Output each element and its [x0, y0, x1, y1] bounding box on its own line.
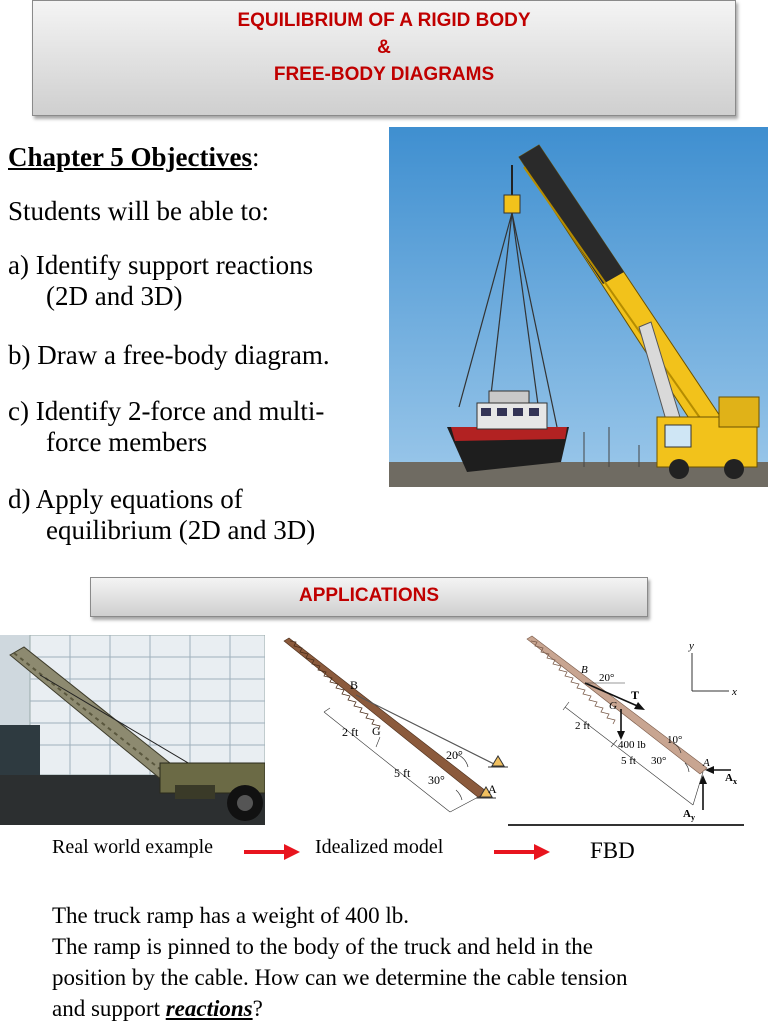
applications-banner: APPLICATIONS — [90, 577, 648, 617]
axis-x-label: x — [731, 686, 737, 698]
title-banner: EQUILIBRIUM OF A RIGID BODY & FREE-BODY … — [32, 0, 736, 116]
fbd-label-30deg: 30° — [651, 755, 666, 767]
caption-fbd: FBD — [590, 838, 635, 863]
arrow-icon-2 — [492, 840, 552, 869]
fbd-label-B: B — [581, 664, 588, 676]
label-2ft: 2 ft — [342, 725, 359, 739]
fbd-label-10deg: 10° — [667, 734, 682, 746]
title-line-2: & — [377, 37, 391, 58]
paragraph-line-3: position by the cable. How can we determ… — [52, 965, 628, 990]
diagram-divider — [508, 824, 744, 826]
label-B: B — [350, 678, 358, 692]
fbd-label-20deg: 20° — [599, 672, 614, 684]
title-line-3: FREE-BODY DIAGRAMS — [273, 64, 495, 85]
objective-b: b) Draw a free-body diagram. — [8, 340, 330, 370]
arrow-icon-1 — [242, 840, 302, 869]
label-5ft: 5 ft — [394, 766, 411, 780]
fbd-label-2ft: 2 ft — [575, 720, 590, 732]
objectives-intro: Students will be able to: — [8, 196, 269, 226]
fbd-label-G: G — [609, 700, 617, 712]
truck-ramp-photo — [0, 635, 265, 825]
axis-y-label: y — [688, 640, 694, 652]
paragraph-line-2: The ramp is pinned to the body of the tr… — [52, 934, 594, 959]
title-line-1: EQUILIBRIUM OF A RIGID BODY — [237, 10, 531, 31]
paragraph-line-1: The truck ramp has a weight of 400 lb. — [52, 903, 410, 928]
label-T: T — [631, 688, 639, 702]
fbd-diagram: y x T 400 lb B 20° G 2 ft 10° 5 ft 30° A… — [517, 635, 745, 825]
objective-c: c) Identify 2-force and multi-force memb… — [8, 396, 325, 457]
fbd-label-A: A — [702, 757, 710, 769]
label-30deg: 30° — [428, 773, 445, 787]
caption-real-world: Real world example — [52, 836, 214, 858]
label-G: G — [372, 724, 381, 738]
objective-a: a) Identify support reactions(2D and 3D) — [8, 250, 314, 311]
objectives-heading: Chapter 5 Objectives: — [8, 142, 260, 172]
idealized-model-diagram: B G 2 ft 20° 5 ft 30° A — [280, 635, 508, 825]
fbd-label-Ax: Ax — [725, 772, 737, 786]
label-400lb: 400 lb — [618, 739, 646, 751]
caption-idealized: Idealized model — [315, 836, 444, 858]
crane-boat-photo — [389, 127, 768, 487]
paragraph-line-4: and support reactions? — [52, 996, 263, 1021]
fbd-label-5ft: 5 ft — [621, 755, 636, 767]
label-A: A — [488, 782, 497, 796]
fbd-label-Ay: Ay — [683, 808, 695, 822]
label-20deg: 20° — [446, 748, 463, 762]
